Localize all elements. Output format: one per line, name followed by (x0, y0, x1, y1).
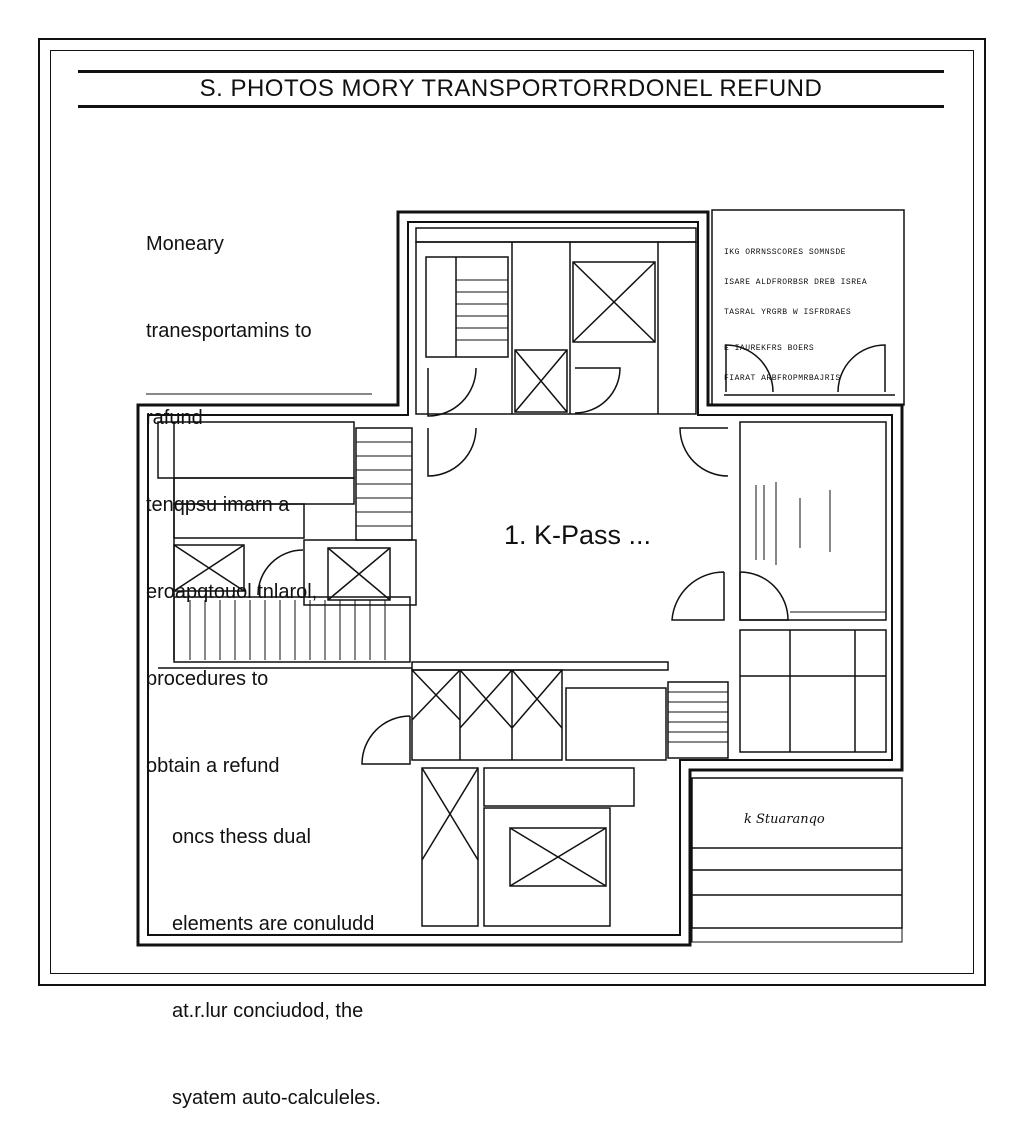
note-line: syatem auto-calculeles. (172, 1087, 381, 1109)
legend-line: IKG ORRNSSCORES SOMNSDE (724, 248, 846, 257)
title-bar: S. PHOTOS MORY TRANSPORTORRDONEL REFUND (78, 70, 944, 108)
door-swing (725, 344, 774, 393)
door-swing (739, 571, 789, 621)
door-swing (679, 427, 729, 477)
upper-rooms (415, 227, 697, 417)
door-swing (671, 571, 725, 621)
legend-line: TASRAL YRGRB W ISFRDRAES (724, 308, 852, 317)
inner-frame (50, 50, 974, 974)
door-swing (427, 427, 477, 477)
note-line: at.r.lur conciudod, the (172, 1000, 364, 1022)
signature: k Stuaranqo (744, 812, 825, 827)
legend-text: IKG ORRNSSCORES SOMNSDE ISARE ALDFRORBSR… (724, 228, 867, 394)
outer-frame (38, 38, 986, 986)
door-swing (427, 367, 477, 417)
central-hall-label: 1. K-Pass ... (504, 520, 652, 550)
note-line: oncs thess dual (172, 826, 311, 848)
note-line: Moneary (146, 233, 224, 255)
left-wing-rooms (157, 421, 417, 669)
floor-plan (136, 209, 905, 947)
note-line: tranesportamins to (146, 320, 312, 342)
right-wing-rooms (739, 421, 887, 753)
refund-description-note: Moneary tranesportamins to rafund tenqps… (146, 172, 317, 810)
note-line: elements are conuludd (172, 913, 375, 935)
door-swing (837, 344, 886, 393)
legend-line: E IAUREKFRS BOERS (724, 344, 815, 353)
legend-line: ISARE ALDFRORBSR DREB ISREA (724, 278, 868, 287)
door-swing (361, 715, 411, 765)
note-line: procedures to (146, 668, 269, 690)
door-swing (574, 367, 621, 414)
page-title: S. PHOTOS MORY TRANSPORTORRDONEL REFUND (199, 75, 823, 102)
note-line: rafund (146, 407, 203, 429)
bottom-right-annex (691, 777, 903, 943)
legend-line: FIARAT ARBFROPMRBAJRIS (724, 374, 841, 383)
calculation-note: oncs thess dual elements are conuludd at… (172, 765, 381, 1142)
note-line: eroapqtouol tnlarol, (146, 581, 318, 603)
lower-center-rooms (361, 661, 729, 927)
note-line: obtain a refund (146, 755, 280, 777)
note-line: tenqpsu imarn a (146, 494, 290, 516)
legend-room (711, 209, 905, 406)
